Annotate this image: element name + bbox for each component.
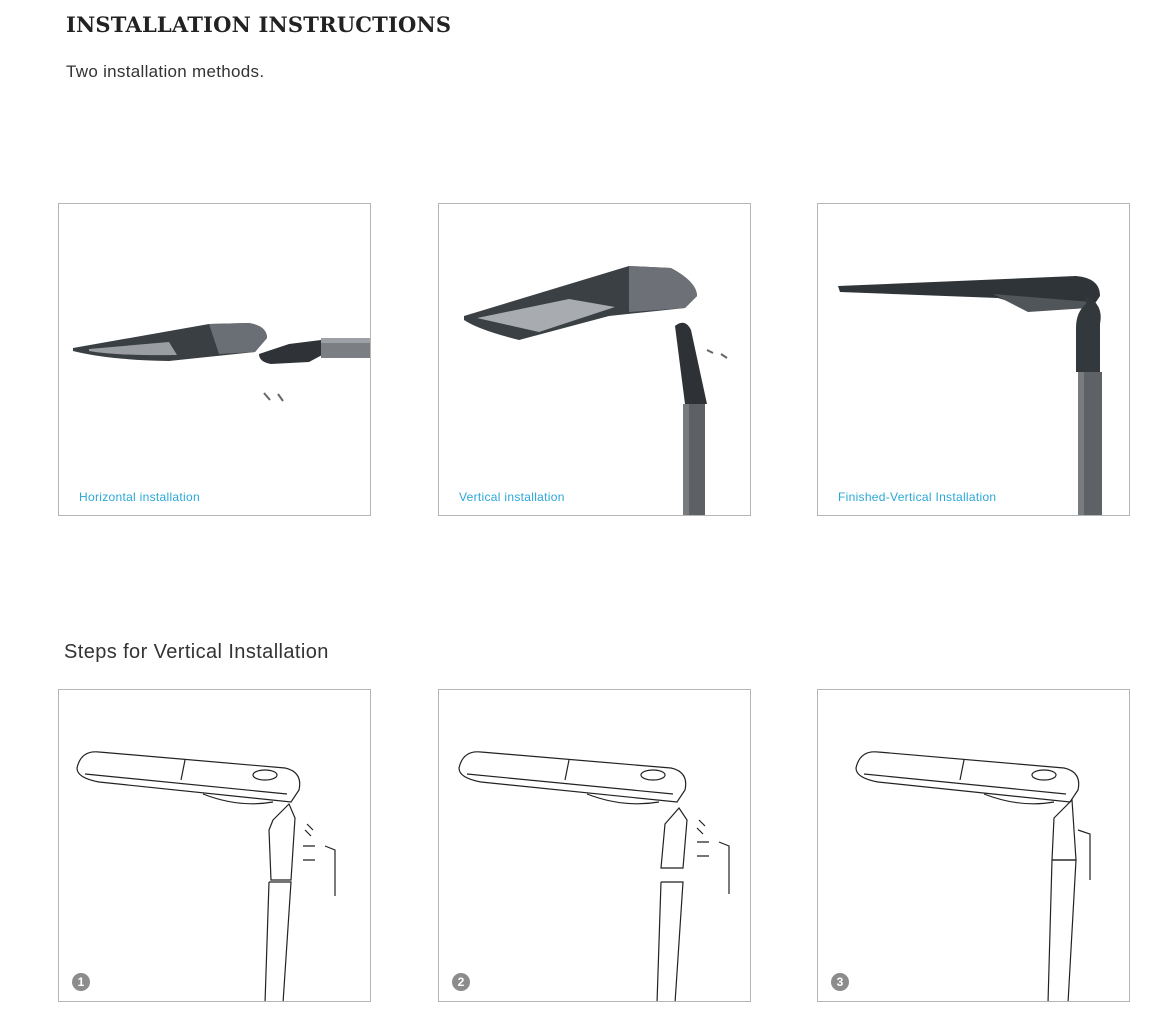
method-caption-horizontal: Horizontal installation <box>79 490 200 504</box>
step-number-badge: 3 <box>831 973 849 991</box>
step-3-illustration <box>855 751 1091 1001</box>
method-panel-finished: Finished-Vertical Installation <box>817 203 1130 516</box>
step-number-badge: 1 <box>72 973 90 991</box>
vertical-install-illustration <box>464 266 728 515</box>
method-caption-vertical: Vertical installation <box>459 490 565 504</box>
method-panel-vertical: Vertical installation <box>438 203 751 516</box>
step-panel-3: 3 <box>817 689 1130 1002</box>
finished-install-illustration <box>838 276 1102 515</box>
step-panel-2: 2 <box>438 689 751 1002</box>
method-caption-finished: Finished-Vertical Installation <box>838 490 997 504</box>
horizontal-install-illustration <box>73 323 370 402</box>
page-title: INSTALLATION INSTRUCTIONS <box>66 12 452 37</box>
method-panel-horizontal: Horizontal installation <box>58 203 371 516</box>
step-2-illustration <box>458 751 730 1001</box>
step-1-illustration <box>76 751 336 1001</box>
page-subtitle: Two installation methods. <box>66 62 265 81</box>
step-number-badge: 2 <box>452 973 470 991</box>
step-panel-1: 1 <box>58 689 371 1002</box>
steps-section-title: Steps for Vertical Installation <box>64 641 329 663</box>
